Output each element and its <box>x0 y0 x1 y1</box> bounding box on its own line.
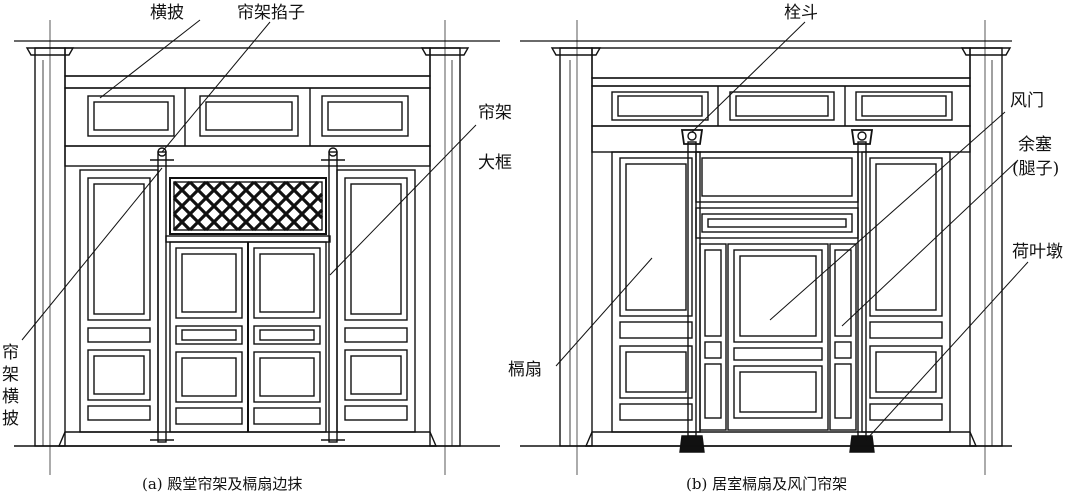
figure-a <box>14 19 500 475</box>
shuan-dou-left <box>680 129 704 145</box>
label-heng-pi: 横披 <box>150 3 184 23</box>
right-pillar-b <box>969 47 1003 447</box>
label-lian-jia-heng-pi-2: 架 <box>2 365 19 385</box>
label-lian-jia-heng-pi-1: 帘 <box>2 343 19 363</box>
lattice-panel <box>169 177 327 235</box>
curtain-frame-post-right <box>328 151 338 443</box>
label-lian-jia-da-kuang-1: 帘架 <box>478 103 512 123</box>
label-lian-jia-heng-pi-4: 披 <box>2 409 19 429</box>
label-feng-men: 风门 <box>1010 91 1044 111</box>
label-yu-sai: 余塞 <box>1018 135 1052 155</box>
feng-men <box>727 243 829 431</box>
label-he-ye-dun: 荷叶墩 <box>1012 242 1063 262</box>
label-tui-zi: (腿子) <box>1012 159 1059 179</box>
label-lian-jia-heng-pi-3: 横 <box>2 387 19 407</box>
figure-b <box>520 20 1029 475</box>
he-ye-dun-left <box>679 435 705 453</box>
caption-a: (a) 殿堂帘架及槅扇边抹 <box>142 475 302 493</box>
label-shuan-dou: 栓斗 <box>784 3 818 23</box>
shuan-dou-right <box>850 129 874 145</box>
label-lian-jia-da-kuang-2: 大框 <box>478 153 512 173</box>
label-ge-shan: 槅扇 <box>508 360 542 380</box>
curtain-frame-post-left <box>157 151 167 443</box>
label-lian-jia-tiao-zi: 帘架掐子 <box>237 3 305 23</box>
he-ye-dun-right <box>849 435 875 453</box>
left-pillar-b <box>559 47 593 447</box>
caption-b: (b) 居室槅扇及风门帘架 <box>686 475 847 493</box>
